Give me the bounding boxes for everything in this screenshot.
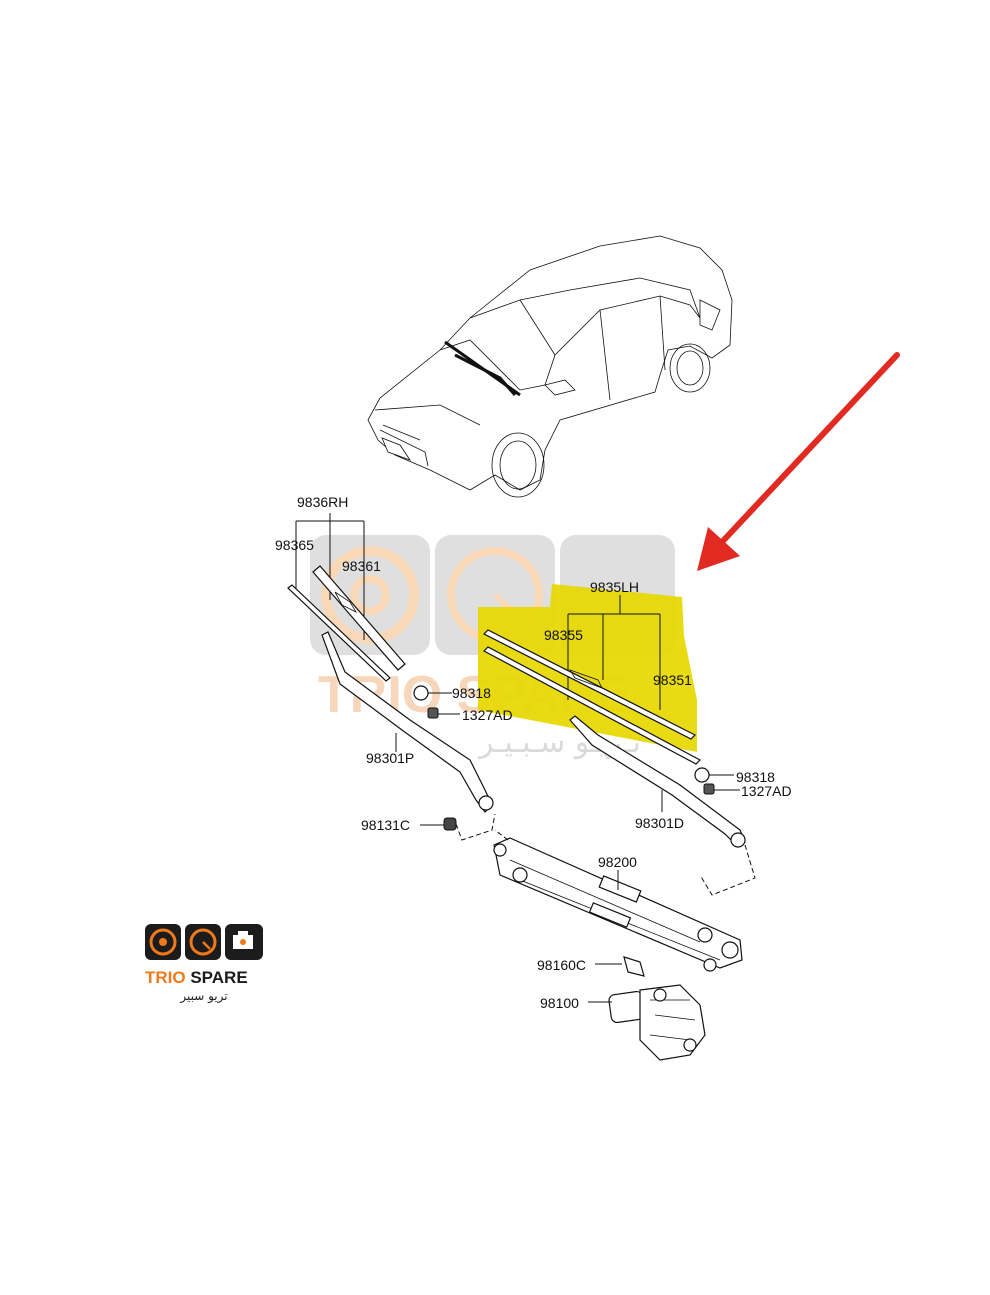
- label-98318-left: 98318: [452, 685, 491, 701]
- red-arrow-icon: [697, 352, 900, 571]
- label-98200: 98200: [598, 854, 637, 870]
- cap-right: [694, 767, 710, 783]
- label-98160c: 98160C: [537, 957, 586, 973]
- bracket-98160c: [595, 956, 645, 977]
- label-9836rh: 9836RH: [297, 494, 348, 510]
- label-1327ad-left: 1327AD: [462, 707, 513, 723]
- cap-left: [413, 685, 429, 701]
- rh-blade-refill: [287, 584, 391, 682]
- lh-blade: [482, 629, 697, 740]
- brand-arabic: تريو سبير: [179, 989, 227, 1004]
- rh-blade: [312, 565, 406, 671]
- label-98355: 98355: [544, 627, 583, 643]
- label-98301p: 98301P: [366, 750, 414, 766]
- brand-name: TRIO SPARE: [145, 968, 248, 987]
- label-98365: 98365: [275, 537, 314, 553]
- label-9835lh: 9835LH: [590, 579, 639, 595]
- lh-blade-refill: [483, 646, 701, 765]
- nut-right: [703, 783, 715, 795]
- label-98301d: 98301D: [635, 815, 684, 831]
- car-illustration: [367, 235, 733, 498]
- label-98351: 98351: [653, 672, 692, 688]
- linkage-assembly: [493, 829, 743, 972]
- label-1327ad-right: 1327AD: [741, 783, 792, 799]
- label-98361: 98361: [342, 558, 381, 574]
- wiper-motor: [588, 984, 706, 1061]
- label-98100: 98100: [540, 995, 579, 1011]
- label-98318-right: 98318: [736, 769, 775, 785]
- rh-wiper-group: [287, 513, 496, 841]
- lh-wiper-group: [482, 595, 756, 896]
- bolt-98131c: [443, 817, 457, 831]
- nut-left: [427, 707, 439, 719]
- brand-logo: TRIO SPARE تريو سبير: [145, 924, 263, 1004]
- label-98131c: 98131C: [361, 817, 410, 833]
